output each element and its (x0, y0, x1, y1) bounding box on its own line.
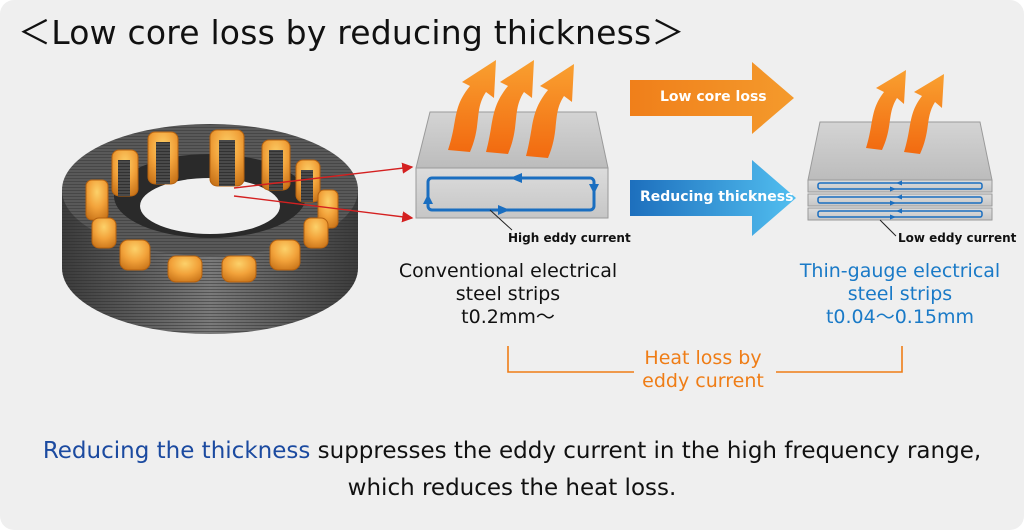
high-eddy-current-label: High eddy current (508, 231, 631, 245)
heat-loss-label: Heat loss by eddy current (610, 347, 796, 393)
thin-gauge-name-line1: Thin-gauge electrical (799, 260, 1001, 282)
caption-highlight: Reducing the thickness (42, 438, 311, 464)
conventional-strips-name: Conventional electrical steel strips t0.… (398, 260, 618, 329)
heat-arrows-large (448, 60, 574, 158)
page-title: ＜Low core loss by reducing thickness＞ (18, 13, 685, 52)
low-core-loss-label: Low core loss (660, 89, 767, 105)
thin-gauge-thickness: t0.04～0.15mm (825, 306, 975, 328)
heat-loss-line2: eddy current (642, 370, 764, 392)
caption-line2: which reduces the heat loss. (347, 475, 677, 501)
stator-core-illustration (62, 124, 358, 334)
callout-lines (233, 162, 414, 223)
conventional-name-line2: steel strips (455, 283, 561, 305)
reducing-thickness-label: Reducing thickness (640, 189, 794, 205)
conventional-thickness: t0.2mm～ (461, 306, 555, 328)
heat-loss-bracket (507, 346, 903, 373)
low-eddy-current-label: Low eddy current (898, 231, 1017, 245)
thin-gauge-steel-stack (807, 121, 993, 237)
caption-rest: suppresses the eddy current in the high … (310, 438, 982, 464)
heat-arrows-small (866, 70, 944, 154)
low-core-loss-arrow (630, 62, 794, 134)
thin-gauge-name-line2: steel strips (847, 283, 953, 305)
heat-loss-line1: Heat loss by (644, 347, 762, 369)
caption-line1: Reducing the thickness suppresses the ed… (0, 438, 1024, 464)
reducing-thickness-arrow (630, 160, 796, 236)
thin-gauge-strips-name: Thin-gauge electrical steel strips t0.04… (790, 260, 1010, 329)
conventional-name-line1: Conventional electrical (398, 260, 618, 282)
